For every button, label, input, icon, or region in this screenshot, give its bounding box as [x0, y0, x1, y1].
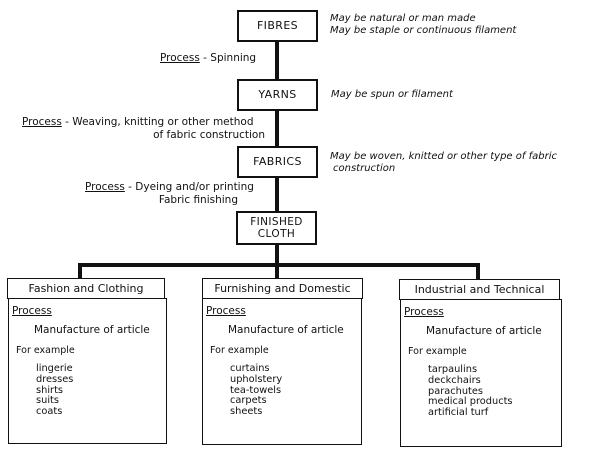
branch-header-furnishing-and-domestic: Furnishing and Domestic [202, 278, 363, 299]
branch-drop-right [476, 263, 480, 280]
connector-fabrics-finishedcloth [275, 176, 279, 213]
note-yarns: May be spun or filament [331, 89, 453, 100]
list-item: shirts [36, 384, 64, 396]
list-item: suits [36, 395, 59, 407]
stage-label-yarns: YARNS [258, 88, 297, 101]
branch-manufacture-label: Manufacture of article [34, 324, 150, 336]
connector-yarns-fabrics [275, 109, 279, 148]
branch-example-list: tarpaulins deckchairs parachutes medical… [428, 364, 561, 419]
note-fabrics: May be woven, knitted or other type of f… [330, 151, 557, 174]
list-item: medical products [428, 396, 513, 408]
list-item: dresses [36, 373, 74, 385]
branch-process-label: Process [404, 306, 444, 318]
process-weaving-line1: Process - Weaving, knitting or other met… [22, 116, 254, 128]
note-fibres: May be natural or man made May be staple… [330, 13, 517, 36]
stage-label-fabrics: FABRICS [253, 155, 302, 168]
list-item: sheets [230, 406, 263, 418]
connector-fibres-yarns [275, 40, 279, 81]
branch-body-furnishing-and-domestic: Process Manufacture of article For examp… [202, 298, 362, 445]
list-item: deckchairs [428, 374, 481, 386]
process-dyeing-line1: Process - Dyeing and/or printing [85, 181, 254, 193]
branch-horizontal-bar [78, 263, 480, 267]
process-dyeing-line2: Fabric finishing [158, 194, 238, 206]
list-item: parachutes [428, 385, 484, 397]
stage-box-finished-cloth: FINISHED CLOTH [236, 211, 317, 245]
stage-box-fabrics: FABRICS [237, 146, 318, 178]
process-spinning: Process - Spinning [160, 52, 257, 64]
branch-process-label: Process [12, 305, 52, 317]
list-item: tea-towels [230, 384, 282, 396]
list-item: upholstery [230, 373, 283, 385]
stage-label-finished-cloth: FINISHED CLOTH [250, 216, 303, 240]
stage-box-fibres: FIBRES [237, 10, 318, 42]
stage-box-yarns: YARNS [237, 79, 318, 111]
connector-finishedcloth-branchbar [275, 243, 279, 267]
branch-example-list: lingerie dresses shirts suits coats [36, 363, 166, 418]
list-item: curtains [230, 363, 270, 374]
branch-drop-left [78, 263, 82, 279]
list-item: carpets [230, 395, 267, 407]
branch-for-example-label: For example [16, 345, 75, 356]
list-item: artificial turf [428, 407, 489, 419]
branch-example-list: curtains upholstery tea-towels carpets s… [230, 363, 361, 418]
branch-for-example-label: For example [408, 346, 467, 357]
list-item: coats [36, 406, 63, 418]
branch-body-industrial-and-technical: Process Manufacture of article For examp… [400, 299, 562, 447]
list-item: tarpaulins [428, 364, 478, 375]
branch-for-example-label: For example [210, 345, 269, 356]
list-item: lingerie [36, 363, 73, 374]
branch-header-industrial-and-technical: Industrial and Technical [399, 279, 560, 300]
branch-drop-middle [275, 263, 279, 279]
branch-manufacture-label: Manufacture of article [426, 325, 542, 337]
process-weaving-line2: of fabric construction [153, 129, 265, 141]
branch-body-fashion-and-clothing: Process Manufacture of article For examp… [8, 298, 167, 444]
branch-manufacture-label: Manufacture of article [228, 324, 344, 336]
branch-header-fashion-and-clothing: Fashion and Clothing [7, 278, 165, 299]
stage-label-fibres: FIBRES [256, 19, 299, 32]
branch-process-label: Process [206, 305, 246, 317]
